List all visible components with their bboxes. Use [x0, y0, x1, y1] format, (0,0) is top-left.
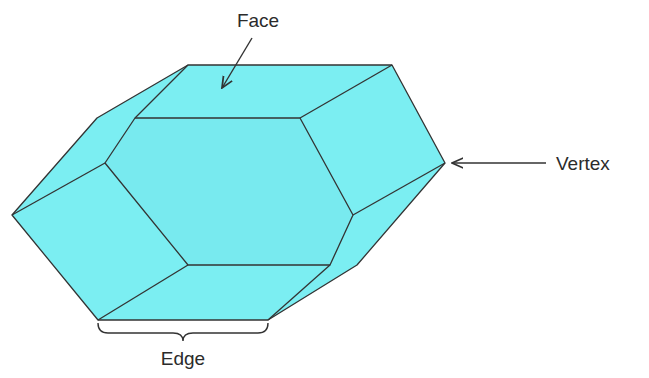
front-face	[105, 118, 353, 265]
edge-line	[12, 163, 105, 215]
edge-brace	[98, 323, 268, 341]
edge-line	[268, 265, 330, 320]
part-label: Edge	[161, 349, 205, 368]
edge-line	[135, 65, 188, 118]
part-label: Face	[237, 11, 279, 30]
polyhedron-outline	[12, 65, 445, 320]
edge-line	[98, 265, 188, 320]
part-label: Vertex	[556, 154, 610, 173]
edge-line	[300, 65, 392, 118]
leader-arrow	[222, 38, 252, 88]
leader-arrow	[452, 162, 546, 163]
edge-line	[353, 163, 445, 215]
